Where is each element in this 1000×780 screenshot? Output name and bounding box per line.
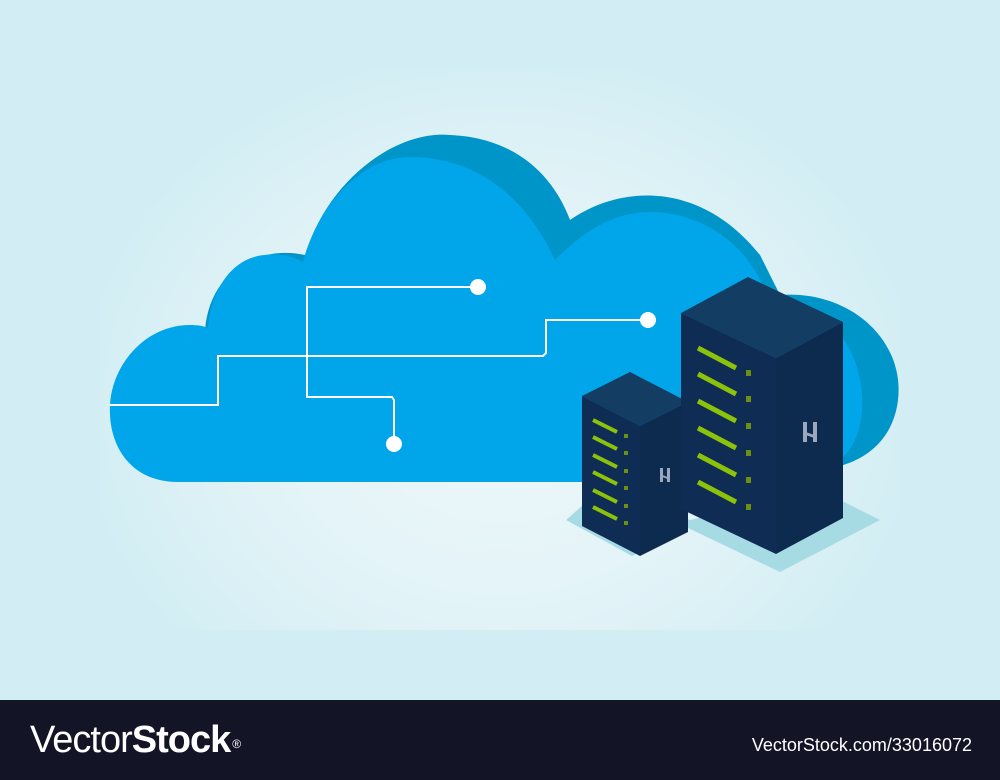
circuit-node-icon xyxy=(470,279,486,295)
registered-mark: ® xyxy=(232,737,241,751)
server-logo-icon xyxy=(660,468,670,482)
brand-bold: Stock xyxy=(131,719,231,761)
server-logo-icon xyxy=(803,422,817,442)
circuit-node-icon xyxy=(640,312,656,328)
server-rack-icon xyxy=(582,372,688,556)
illustration-canvas xyxy=(100,68,900,630)
circuit-nodes xyxy=(386,279,656,452)
circuit-lines xyxy=(110,286,648,443)
vectorstock-logo[interactable]: VectorStock® xyxy=(30,718,241,762)
image-id-link[interactable]: VectorStock.com/33016072 xyxy=(751,735,972,755)
brand-light: Vector xyxy=(30,719,133,761)
circuit-node-icon xyxy=(386,436,402,452)
server-rack-icon xyxy=(681,277,843,554)
watermark-footer: VectorStock® VectorStock.com/33016072 xyxy=(0,700,1000,780)
cloud-servers-illustration xyxy=(109,134,899,572)
